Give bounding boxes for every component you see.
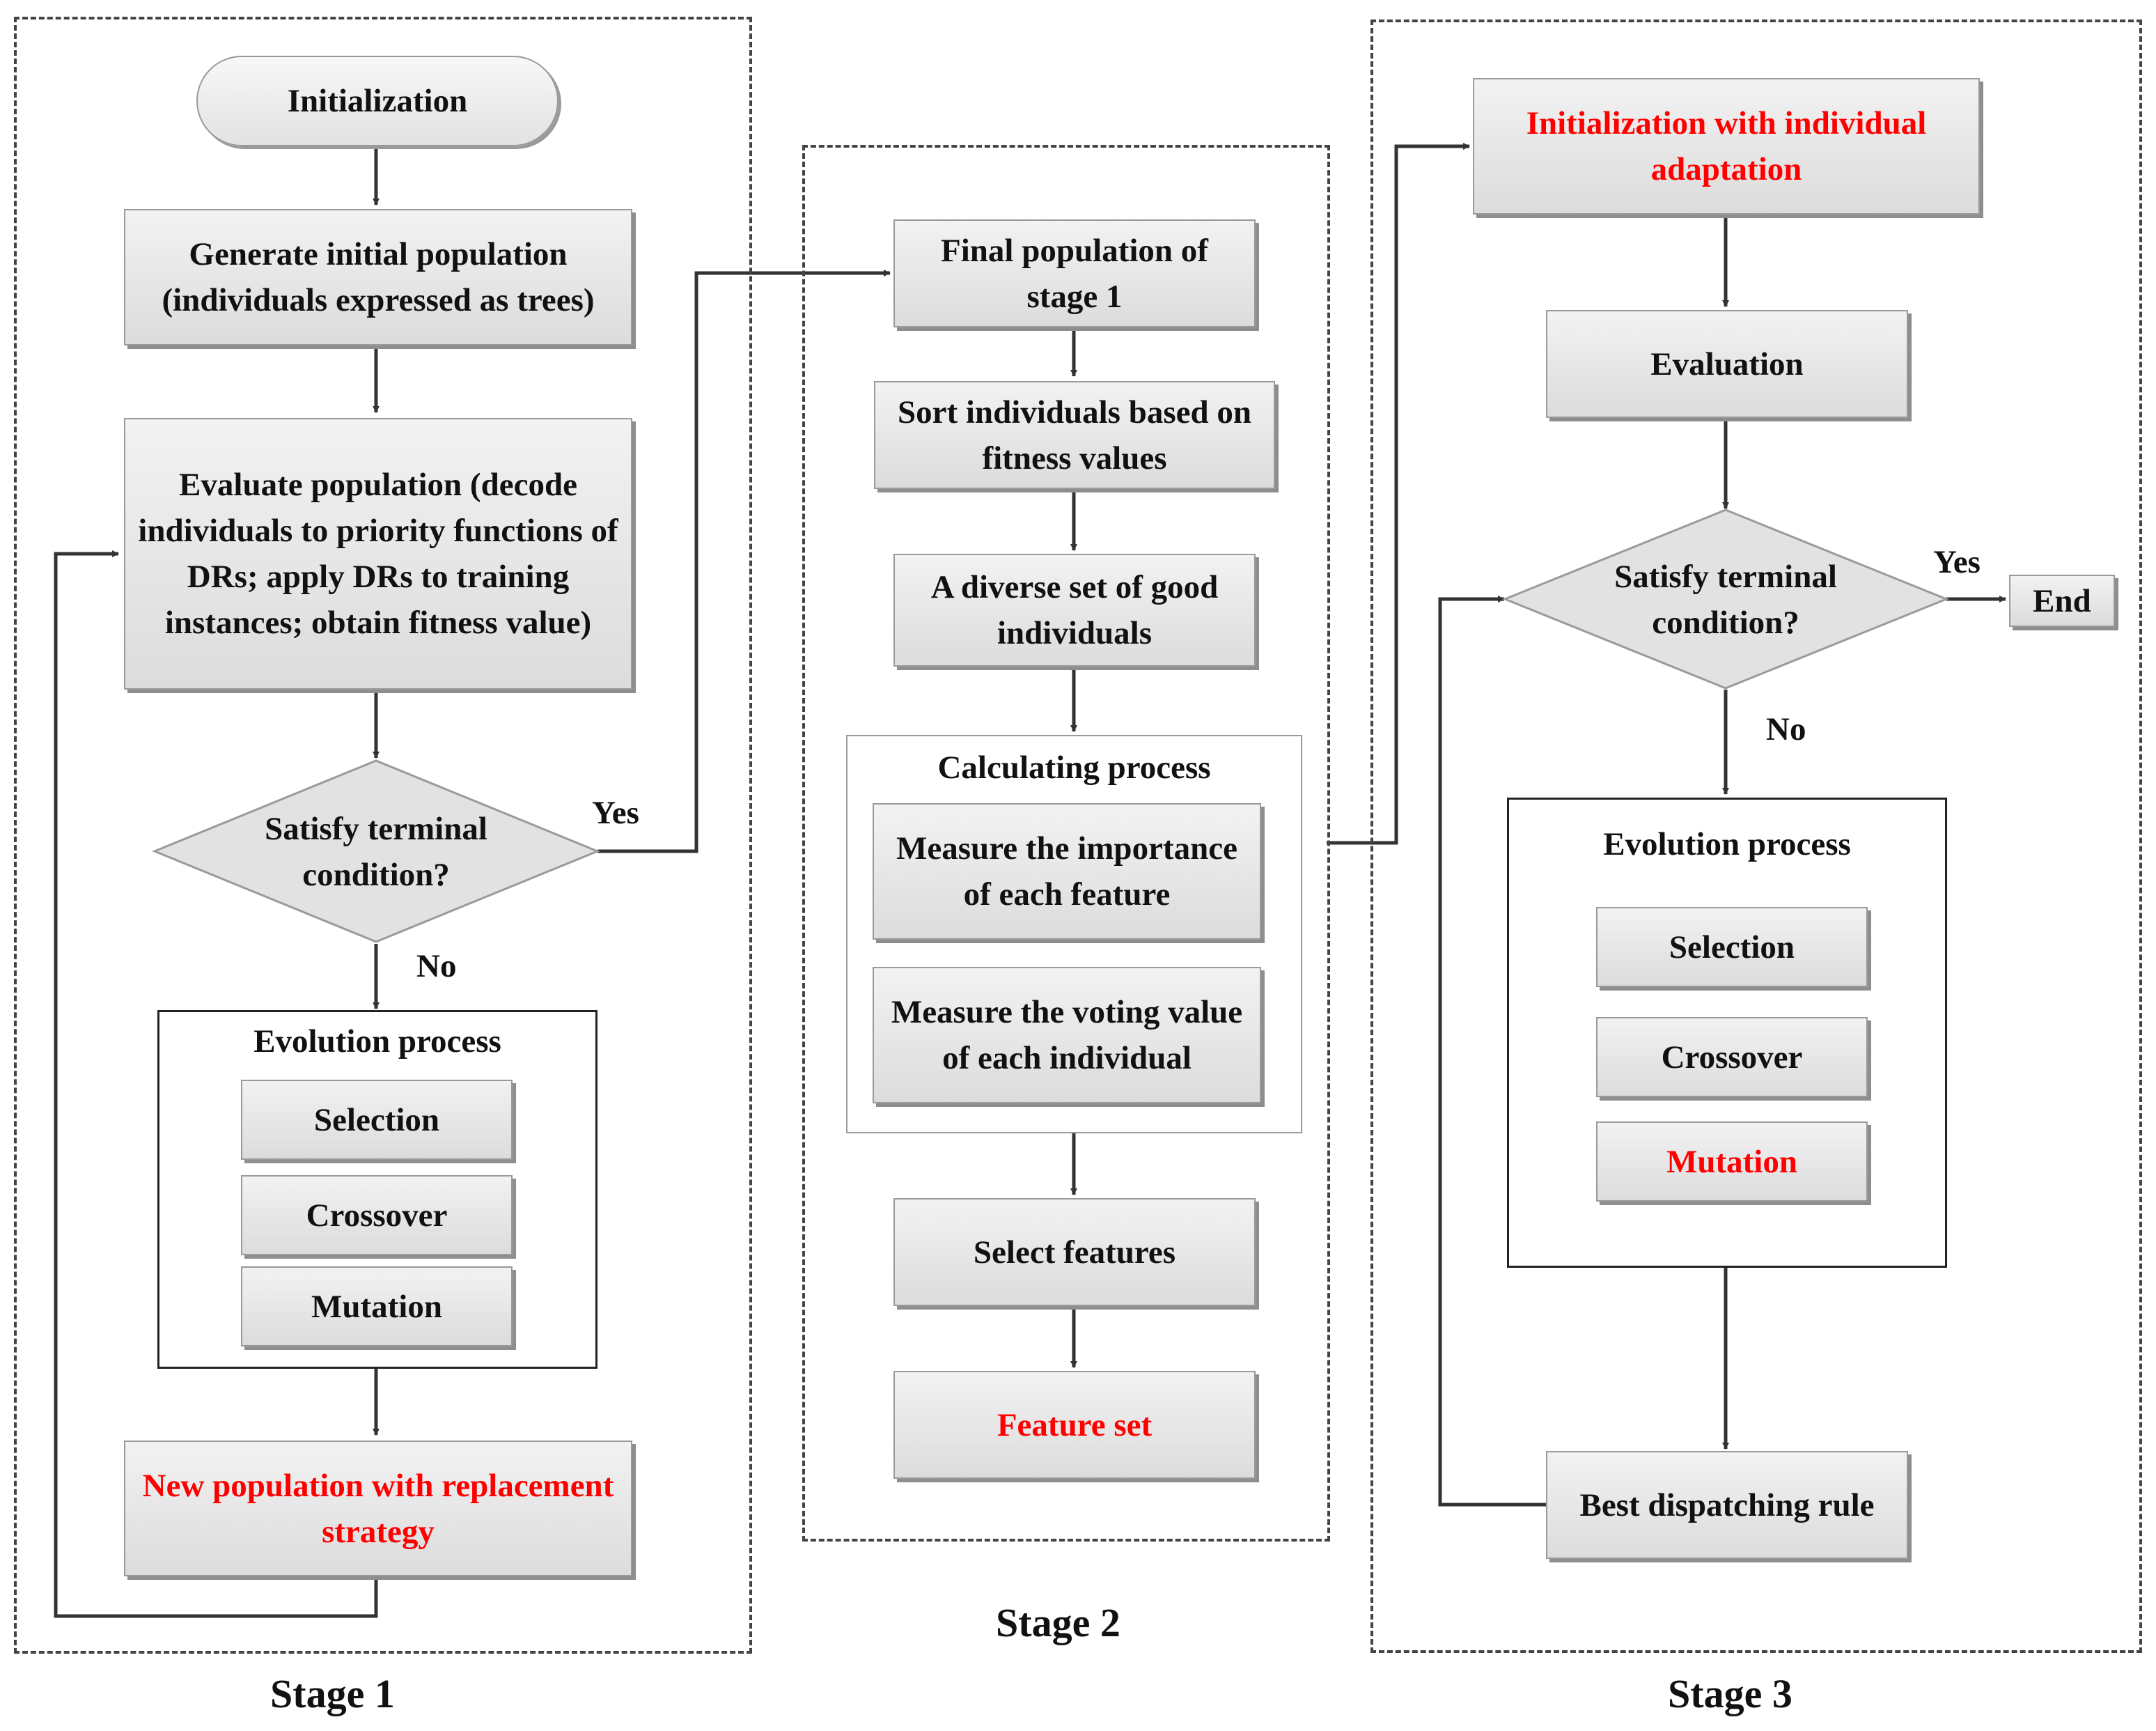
stage3-frame [1370,20,2142,1653]
sort-individuals-box: Sort individuals based on fitness values [874,381,1275,489]
measure-voting-box: Measure the voting value of each individ… [873,967,1261,1103]
stage3-no-label: No [1766,711,1806,747]
stage3-mutation-box: Mutation [1596,1121,1868,1202]
stage1-no-label: No [416,948,457,984]
stage1-yes-label: Yes [592,795,639,831]
select-features-box: Select features [893,1198,1256,1306]
stage1-label: Stage 1 [270,1671,395,1716]
end-box: End [2009,575,2115,627]
stage1-mutation-box: Mutation [241,1266,513,1346]
stage1-selection-box: Selection [241,1080,513,1160]
stage1-decision-label: Satisfy terminal condition? [265,811,487,893]
best-dispatching-rule-box: Best dispatching rule [1546,1451,1908,1559]
stage1-crossover-box: Crossover [241,1175,513,1255]
stage3-decision-label: Satisfy terminal condition? [1614,559,1837,641]
stage3-crossover-box: Crossover [1596,1017,1868,1097]
stage1-decision-diamond [152,759,600,943]
diverse-set-box: A diverse set of good individuals [893,554,1256,667]
final-population-box: Final population of stage 1 [893,219,1256,327]
stage1-frame [14,17,752,1654]
new-population-box: New population with replacement strategy [124,1441,632,1576]
arrow-loop-back [54,550,378,1618]
stage3-yes-label: Yes [1933,544,1981,580]
stage3-label: Stage 3 [1668,1671,1792,1716]
calculating-process-title: Calculating process [937,750,1211,786]
arrow-best-to-decision3 [1438,596,1547,1507]
stage2-label: Stage 2 [996,1600,1120,1645]
evaluation-box: Evaluation [1546,310,1908,418]
initialization-node: Initialization [196,56,558,146]
feature-set-box: Feature set [893,1371,1256,1479]
stage3-evolution-title: Evolution process [1603,826,1851,862]
arrow-stage2-to-stage3 [1327,143,1470,845]
arrow-yes-to-stage2 [597,270,891,853]
generate-population-box: Generate initial population (individuals… [124,209,632,346]
init-adaptation-box: Initialization with individual adaptatio… [1473,78,1980,215]
stage3-selection-box: Selection [1596,907,1868,987]
stage1-evolution-title: Evolution process [253,1023,501,1059]
stage3-decision-diamond [1501,509,1950,690]
evaluate-population-box: Evaluate population (decode individuals … [124,418,632,690]
measure-importance-box: Measure the importance of each feature [873,803,1261,940]
stage2-frame [802,145,1330,1542]
